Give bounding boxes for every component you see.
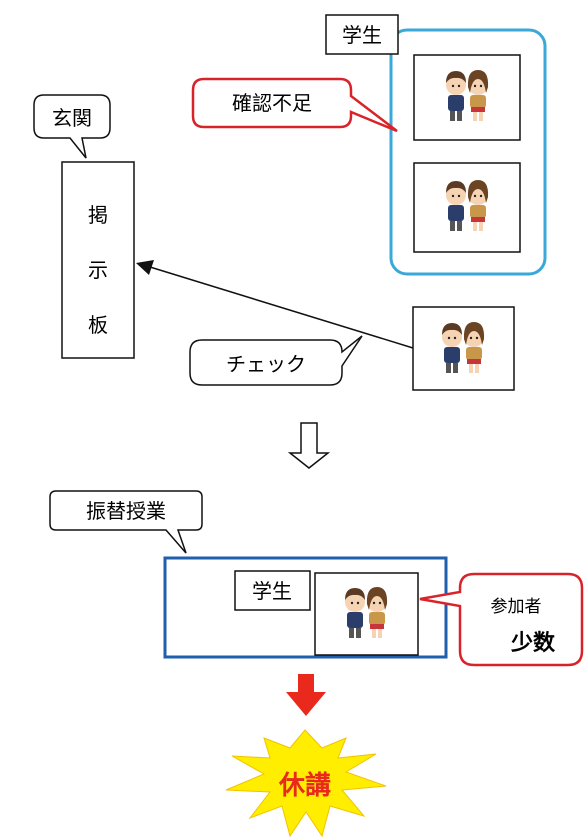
cancelled-burst: 休講 [225,729,387,838]
check-arrow [136,260,414,349]
students-bottom-label: 学生 [252,579,292,603]
participants-label: 参加者 [491,597,542,617]
check-label: チェック [226,352,306,376]
makeup-class-label: 振替授業 [86,499,166,523]
hollow-down-arrow [287,422,331,469]
red-down-arrow [286,674,326,716]
makeup-class-box: 学生 [163,556,448,659]
entrance-callout: 玄関 [33,94,111,159]
bulletin-board: 掲 示 板 [61,161,135,359]
insufficient-label: 確認不足 [232,91,312,115]
makeup-class-callout: 振替授業 [49,490,203,554]
board-char-2: 示 [88,258,108,282]
check-callout: チェック [189,335,363,386]
cancelled-label: 休講 [278,770,331,801]
insufficient-callout: 確認不足 [191,77,398,133]
board-char-1: 掲 [88,203,108,227]
participants-callout: 参加者 少数 [419,572,584,667]
students-group-top: 学生 [325,14,547,276]
board-char-3: 板 [88,313,108,337]
few-label: 少数 [510,630,556,656]
students-top-label: 学生 [342,23,382,47]
entrance-label: 玄関 [52,106,92,130]
students-checking [412,306,515,391]
